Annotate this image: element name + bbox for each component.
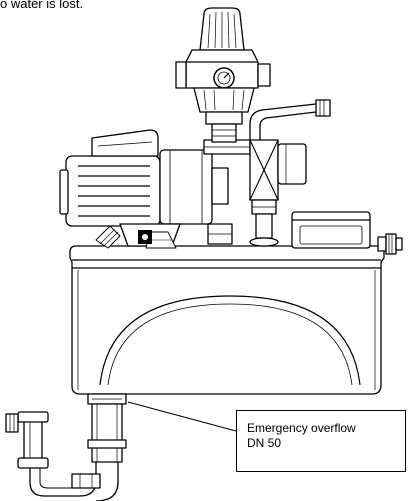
emergency-overflow-callout: Emergency overflow DN 50 [236,410,406,472]
pressure-controller [175,7,271,143]
pump-motor [59,129,251,227]
outlet-pipe [249,99,331,140]
caption-fragment: o water is lost. [0,0,84,11]
callout-line-2: DN 50 [247,436,282,450]
callout-line-1: Emergency overflow [247,421,356,435]
tank-body [69,245,385,395]
callout-leader-line [127,401,237,432]
overflow-siphon [5,393,127,501]
tank-inlet-box [291,211,403,255]
check-valve [249,139,307,247]
pump-bracket [95,223,233,249]
